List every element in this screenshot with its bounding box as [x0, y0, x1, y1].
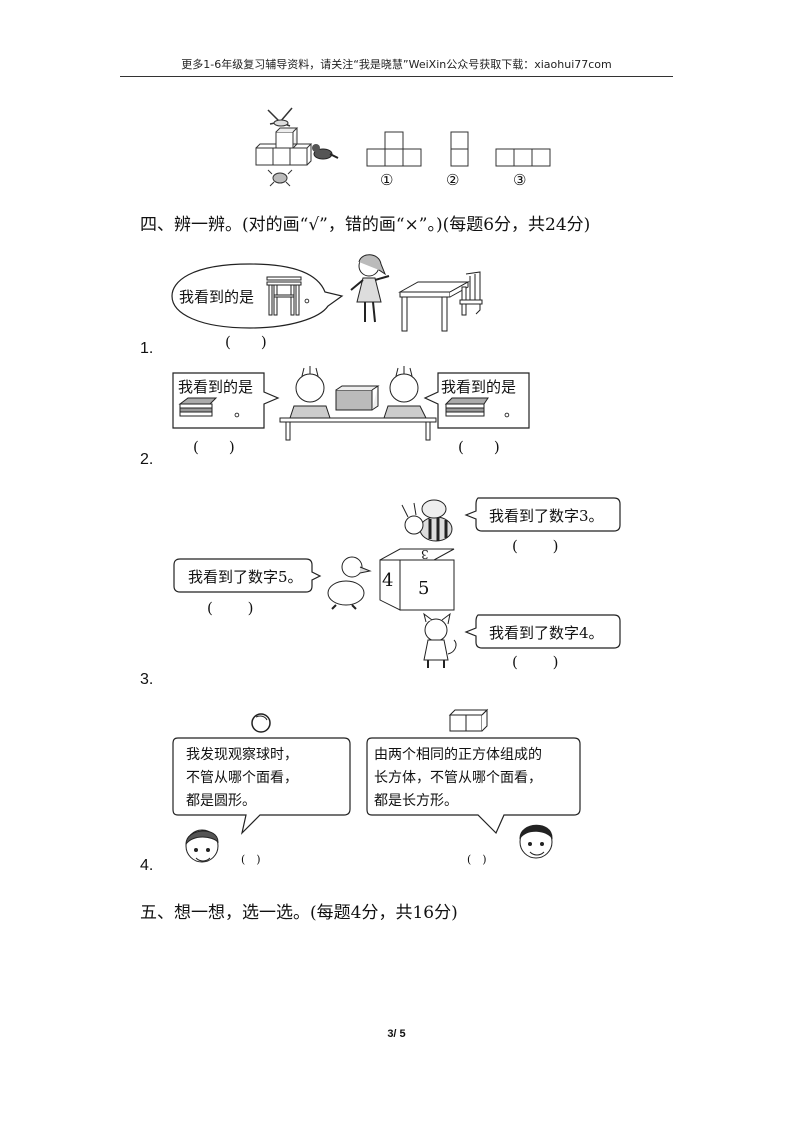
q4-right-line-3: 都是长方形。	[374, 793, 458, 809]
duck-speech-bubble	[173, 558, 322, 593]
q1-number: 1.	[140, 340, 154, 357]
q2-right-answer-paren[interactable]: ( )	[458, 438, 500, 456]
bee-speech-bubble	[464, 497, 621, 532]
cat-illustration	[423, 612, 457, 668]
cube-top-number: 3	[421, 547, 429, 561]
q4-left-line-3: 都是圆形。	[186, 793, 256, 809]
q1-bubble-text: 我看到的是	[179, 288, 255, 306]
boy-left-illustration	[185, 829, 219, 863]
q4-left-speech-box	[172, 737, 351, 835]
view-option-2	[450, 131, 469, 167]
cube-left-number: 4	[382, 570, 394, 591]
q3-duck-answer-paren[interactable]: ( )	[207, 599, 254, 617]
book-stack-right-icon	[444, 397, 489, 417]
q2-left-bubble-text: 我看到的是	[178, 378, 254, 396]
boy-right-illustration	[519, 824, 553, 859]
two-cubes-icon	[448, 708, 489, 732]
view-option-3	[495, 148, 551, 167]
q4-right-line-2: 长方体，不管从哪个面看，	[374, 770, 542, 786]
q3-cat-answer-paren[interactable]: ( )	[512, 653, 559, 671]
table-and-chair-illustration	[398, 271, 483, 332]
duck-illustration	[327, 556, 372, 610]
two-kids-at-table-illustration	[279, 366, 437, 441]
q4-number: 4.	[140, 857, 154, 874]
q1-answer-paren[interactable]: ( )	[225, 333, 267, 351]
q2-number: 2.	[140, 451, 154, 468]
q4-left-text: 我发现观察球时， 不管从哪个面看， 都是圆形。	[186, 744, 298, 813]
option-label-2: ②	[446, 171, 460, 189]
page-header: 更多1-6年级复习辅导资料，请关注“我是晓慧”WeiXin公众号获取下载：xia…	[120, 56, 673, 77]
duck-speech-text: 我看到了数字5。	[188, 568, 303, 586]
q2-left-answer-paren[interactable]: ( )	[193, 438, 235, 456]
cube-stack-figure	[255, 107, 339, 187]
q4-right-answer-paren[interactable]: ( )	[467, 853, 487, 866]
q4-right-line-1: 由两个相同的正方体组成的	[374, 747, 542, 763]
q4-right-text: 由两个相同的正方体组成的 长方体，不管从哪个面看， 都是长方形。	[374, 744, 542, 813]
page-number: 3/ 5	[387, 1028, 406, 1040]
q3-number: 3.	[140, 671, 154, 688]
cat-speech-bubble	[464, 614, 621, 649]
q1-bubble-period: 。	[304, 288, 320, 306]
bee-speech-text: 我看到了数字3。	[489, 507, 604, 525]
book-stack-left-icon	[178, 397, 218, 417]
q4-right-speech-box	[366, 737, 581, 835]
cat-speech-text: 我看到了数字4。	[489, 624, 604, 642]
section-four-title: 四、辨一辨。(对的画“√”，错的画“×”。)(每题6分，共24分)	[140, 215, 591, 235]
section-five-title: 五、想一想，选一选。(每题4分，共16分)	[140, 903, 458, 923]
ball-icon	[251, 713, 271, 733]
option-label-1: ①	[380, 171, 394, 189]
q3-bee-answer-paren[interactable]: ( )	[512, 537, 559, 555]
q2-right-bubble-text: 我看到的是	[441, 378, 517, 396]
number-cube	[379, 548, 455, 611]
q4-left-answer-paren[interactable]: ( )	[241, 853, 261, 866]
option-label-3: ③	[513, 171, 527, 189]
table-front-view-icon	[266, 276, 302, 316]
view-option-1	[366, 131, 422, 167]
q4-left-line-2: 不管从哪个面看，	[186, 770, 298, 786]
girl-illustration	[350, 254, 390, 323]
q2-right-bubble-period: 。	[504, 402, 520, 420]
bee-illustration	[401, 499, 453, 542]
cube-front-number: 5	[418, 578, 430, 599]
q4-left-line-1: 我发现观察球时，	[186, 747, 298, 763]
q2-left-bubble-period: 。	[234, 402, 250, 420]
